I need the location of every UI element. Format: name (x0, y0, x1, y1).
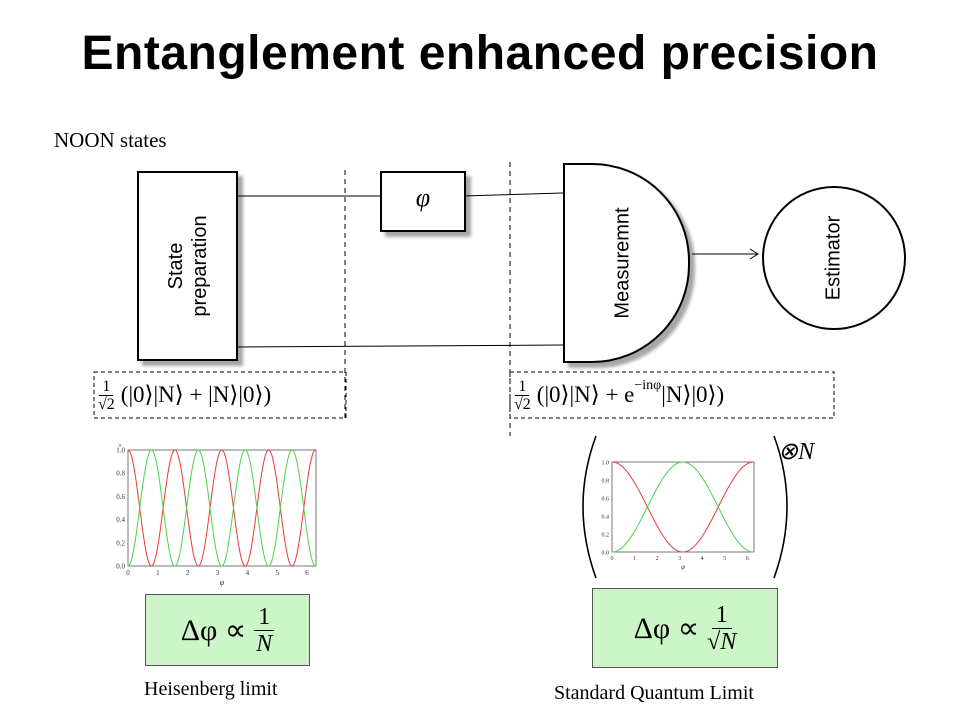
heisenberg-plot-xlabel: φ (220, 578, 225, 587)
state-preparation-label: State preparation (164, 215, 211, 317)
heisenberg-plot-xtick: 6 (305, 569, 309, 577)
heisenberg-plot: 0.0 0.2 0.4 0.6 0.8 1.0 0 1 2 3 4 5 6 φ × (116, 442, 317, 587)
sql-plot-ytick: 0.0 (602, 551, 610, 557)
heisenberg-plot-xtick: 2 (186, 569, 190, 577)
input-state-body: (|0⟩|N⟩ + |N⟩|0⟩) (120, 382, 272, 407)
heisenberg-plot-series-2 (127, 449, 317, 567)
phase-shift-block: φ (380, 171, 466, 232)
sql-plot: 0.0 0.2 0.4 0.6 0.8 1.0 0 1 2 3 4 5 6 φ (602, 461, 755, 571)
measurement-block: Measuremnt (563, 163, 690, 363)
heisenberg-plot-series-1 (127, 449, 317, 567)
heisenberg-plot-ytick: 0.8 (116, 470, 125, 478)
output-state-body-1: (|0⟩|N⟩ + e (536, 382, 635, 407)
sql-plot-xlabel: φ (681, 563, 685, 571)
slide-title: Entanglement enhanced precision (81, 27, 879, 80)
sql-plot-xtick: 3 (678, 556, 681, 562)
sql-plot-xtick: 6 (746, 556, 749, 562)
output-state-formula: 1 √2 (|0⟩|N⟩ + e −inφ |N⟩|0⟩) (514, 374, 832, 416)
heisenberg-plot-ytick: 0.4 (116, 516, 125, 524)
sql-plot-ytick: 0.4 (602, 515, 610, 521)
heisenberg-plot-ytick: 0.0 (116, 563, 125, 571)
sql-formula-num: 1 (711, 602, 732, 629)
heisenberg-plot-xtick: 3 (216, 569, 220, 577)
output-frac-den: √2 (514, 395, 531, 413)
output-frac-num: 1 (515, 378, 530, 396)
arrow-head (749, 248, 759, 260)
state-preparation-block: State preparation (137, 171, 238, 361)
noon-states-label: NOON states (54, 128, 167, 152)
heisenberg-plot-corner-label: × (118, 442, 122, 450)
sql-plot-xtick: 5 (723, 556, 726, 562)
sql-plot-xtick: 0 (611, 556, 614, 562)
upper-wire-right (461, 192, 564, 197)
sql-plot-ytick: 0.8 (602, 479, 610, 485)
heisenberg-limit-label: Heisenberg limit (144, 678, 278, 700)
heisenberg-plot-xtick: 1 (156, 569, 160, 577)
sql-formula-den: √N (707, 628, 737, 655)
input-frac-num: 1 (99, 378, 114, 396)
heisenberg-plot-xtick: 0 (126, 569, 130, 577)
heisenberg-plot-xtick: 4 (246, 569, 250, 577)
heisenberg-plot-frame (127, 449, 317, 567)
lower-wire (235, 344, 564, 348)
sql-plot-ytick: 0.2 (602, 533, 610, 539)
estimator-label: Estimator (822, 215, 845, 301)
sql-plot-frame (611, 461, 755, 553)
output-state-exponent: −inφ (634, 378, 662, 393)
heisenberg-plot-ytick: 0.6 (116, 493, 125, 501)
sql-limit-label: Standard Quantum Limit (554, 682, 754, 704)
input-frac-den: √2 (98, 395, 115, 413)
measurement-label: Measuremnt (611, 207, 634, 319)
phase-label: φ (415, 183, 431, 212)
left-paren (582, 435, 597, 579)
output-state-body-2: |N⟩|0⟩) (661, 382, 725, 407)
sql-plot-ytick: 0.6 (602, 497, 610, 503)
right-paren (773, 435, 788, 579)
input-state-formula: 1 √2 (|0⟩|N⟩ + |N⟩|0⟩) (98, 374, 344, 416)
sql-formula-box: Δφ ∝ 1 √N (592, 588, 778, 668)
sql-formula-lhs: Δφ ∝ (633, 611, 700, 645)
sql-plot-xtick: 4 (701, 556, 704, 562)
sql-plot-series-2 (611, 461, 755, 553)
tensor-power-label: ⊗N (778, 439, 815, 465)
tensor-parentheses (582, 435, 788, 579)
heisenberg-plot-ytick: 1.0 (116, 447, 125, 455)
heisenberg-formula-den: N (256, 630, 273, 657)
estimator-block: Estimator (762, 186, 906, 330)
sql-plot-ytick: 1.0 (602, 461, 610, 467)
heisenberg-formula-lhs: Δφ ∝ (180, 613, 247, 647)
sql-plot-series-1 (611, 461, 755, 553)
heisenberg-plot-ytick: 0.2 (116, 539, 125, 547)
sql-plot-xtick: 2 (656, 556, 659, 562)
heisenberg-plot-xtick: 5 (275, 569, 279, 577)
heisenberg-formula-num: 1 (254, 604, 275, 631)
heisenberg-formula-box: Δφ ∝ 1 N (145, 594, 310, 666)
sql-plot-xtick: 1 (633, 556, 636, 562)
